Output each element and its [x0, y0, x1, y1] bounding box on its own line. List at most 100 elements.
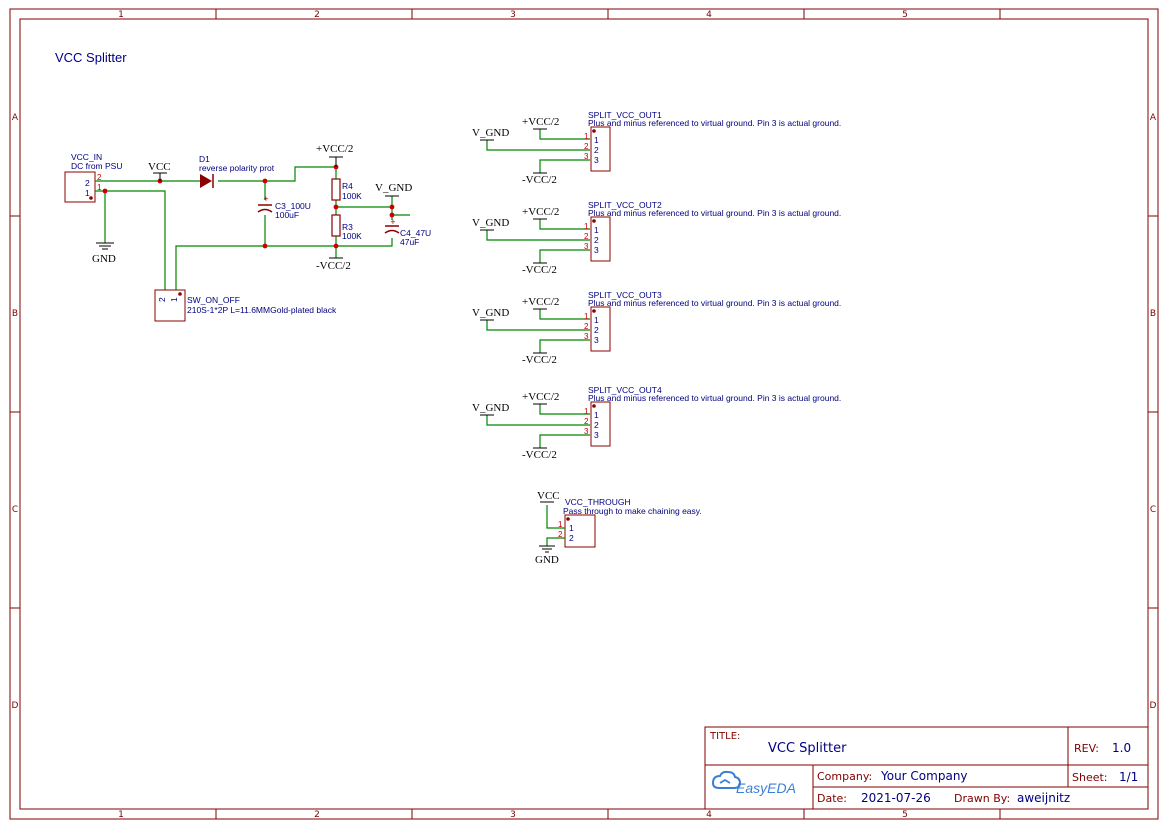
easyeda-logo-text: EasyEDA: [736, 780, 796, 796]
vcc-in-value: DC from PSU: [71, 161, 122, 171]
vcc-through-value: Pass through to make chaining easy.: [563, 506, 702, 516]
date-value: 2021-07-26: [861, 791, 931, 805]
vcc-through-pin-1-label: 1: [569, 523, 574, 533]
vplus-net-flag: +VCC/2: [316, 143, 353, 167]
resistor-r3[interactable]: R3 100K: [331, 214, 362, 241]
split-vcc-out-2-vplus-label: +VCC/2: [522, 206, 559, 218]
vcc-through-pin-1-num: 1: [558, 520, 563, 529]
frame-col-4-bottom: 4: [706, 810, 712, 820]
vcc-in-pin-1-num: 1: [97, 183, 102, 192]
vplus-net-label: +VCC/2: [316, 143, 353, 155]
vcc-through-gnd-label: GND: [535, 554, 559, 566]
frame-col-4: 4: [706, 10, 712, 20]
split-vcc-out-3-pin-label: 2: [594, 325, 599, 335]
vcc-in-pin-1-label: 1: [85, 188, 90, 198]
rev-label: REV:: [1074, 742, 1099, 755]
frame-row-a-right: A: [1150, 113, 1157, 123]
company-value: Your Company: [880, 769, 968, 783]
capacitor-c3[interactable]: + C3_100U 100uF: [257, 195, 311, 220]
split-vcc-out-1-pin-num: 1: [584, 132, 589, 141]
split-vcc-out-1-wires: [486, 129, 590, 173]
sheet-label: Sheet:: [1072, 771, 1108, 784]
capacitor-c4[interactable]: + C4_47U 47uF: [384, 218, 431, 247]
split-vcc-out-3-value: Plus and minus referenced to virtual gro…: [588, 298, 841, 308]
split-vcc-out-3-pin-label: 3: [594, 335, 599, 345]
r4-value: 100K: [342, 191, 362, 201]
drawn-label: Drawn By:: [954, 792, 1010, 805]
split-vcc-out-1-pin-label: 2: [594, 145, 599, 155]
vcc-through-vcc-label: VCC: [537, 490, 560, 502]
title-label: TITLE:: [709, 731, 740, 742]
d1-value: reverse polarity prot: [199, 163, 275, 173]
r3-value: 100K: [342, 231, 362, 241]
vcc-net-label: VCC: [148, 161, 171, 173]
vcc-through-pin-2-label: 2: [569, 533, 574, 543]
vcc-in-designator: VCC_IN: [71, 152, 102, 162]
c4-plus-icon: +: [390, 218, 396, 226]
split-vcc-out-4-wires: [486, 404, 590, 448]
d1-designator: D1: [199, 154, 210, 164]
split-vcc-out-1-pin-num: 2: [584, 142, 589, 151]
frame-row-d-right: D: [1150, 701, 1157, 711]
frame-col-1: 1: [118, 10, 124, 20]
frame-col-3: 3: [510, 10, 516, 20]
vcc-through-connector[interactable]: 1 2 1 2 VCC_THROUGH Pass through to make…: [558, 497, 702, 548]
sheet-value: 1/1: [1119, 770, 1138, 784]
sw-pin-1-label: 1: [169, 297, 179, 302]
vcc-through-vcc-flag: VCC: [537, 490, 560, 503]
frame-col-5: 5: [902, 10, 908, 20]
split-vcc-out-2-vgnd-label: V_GND: [472, 217, 509, 229]
split-vcc-out-1-vgnd-label: V_GND: [472, 127, 509, 139]
split-vcc-out-1-value: Plus and minus referenced to virtual gro…: [588, 118, 841, 128]
split-vcc-out-3-designator: SPLIT_VCC_OUT3: [588, 290, 662, 300]
split-vcc-out-2-vminus-label: -VCC/2: [522, 264, 557, 276]
frame-col-1-bottom: 1: [118, 810, 124, 820]
vcc-in-connector[interactable]: VCC_IN DC from PSU 2 1 2 1: [64, 152, 122, 203]
split-vcc-out-4-pin-num: 3: [584, 427, 589, 436]
split-vcc-out-3-pin-num: 2: [584, 322, 589, 331]
c4-value: 47uF: [400, 237, 419, 247]
split-vcc-out-1-designator: SPLIT_VCC_OUT1: [588, 110, 662, 120]
split-vcc-out-4-designator: SPLIT_VCC_OUT4: [588, 385, 662, 395]
vcc-through-pin-2-num: 2: [558, 530, 563, 539]
frame-row-b: B: [12, 309, 18, 319]
frame-col-3-bottom: 3: [510, 810, 516, 820]
split-vcc-out-4-pin-num: 2: [584, 417, 589, 426]
vcc-in-pin-2-num: 2: [97, 173, 102, 182]
split-vcc-out-4-vminus-label: -VCC/2: [522, 449, 557, 461]
resistor-r4[interactable]: R4 100K: [331, 178, 362, 201]
split-vcc-out-2-pin-label: 3: [594, 245, 599, 255]
split-vcc-out-3-vgnd-label: V_GND: [472, 307, 509, 319]
split-vcc-out-4-vgnd-label: V_GND: [472, 402, 509, 414]
vgnd-net-flag: V_GND: [375, 182, 412, 197]
r4-designator: R4: [342, 181, 353, 191]
split-vcc-out-2-designator: SPLIT_VCC_OUT2: [588, 200, 662, 210]
split-vcc-out-2-pin-num: 1: [584, 222, 589, 231]
diode-d1[interactable]: D1 reverse polarity prot: [199, 154, 275, 188]
split-vcc-out-3-wires: [486, 309, 590, 353]
split-vcc-out-4-pin-label: 2: [594, 420, 599, 430]
split-vcc-out-2-pin-label: 1: [594, 225, 599, 235]
vcc-in-pin-2-label: 2: [85, 178, 90, 188]
split-vcc-out-2-value: Plus and minus referenced to virtual gro…: [588, 208, 841, 218]
sw-pin-2-label: 2: [157, 297, 167, 302]
split-vcc-out-2-pin-label: 2: [594, 235, 599, 245]
junctions: [102, 164, 395, 249]
switch-sw-on-off[interactable]: 2 1 SW_ON_OFF 210S-1*2P L=11.6MMGold-pla…: [154, 289, 337, 322]
drawing-frame: 1 2 3 4 5 1 2 3 4 5 A B C D A B C D: [9, 8, 1159, 820]
split-vcc-out-4-pin-label: 3: [594, 430, 599, 440]
split-vcc-out-3-pin-label: 1: [594, 315, 599, 325]
split-vcc-out-1-pin-label: 1: [594, 135, 599, 145]
r3-designator: R3: [342, 222, 353, 232]
split-vcc-out-3-pin-num: 1: [584, 312, 589, 321]
vgnd-net-label: V_GND: [375, 182, 412, 194]
split-vcc-out-1-pin-num: 3: [584, 152, 589, 161]
gnd-net-label: GND: [92, 253, 116, 265]
frame-row-c: C: [12, 505, 18, 515]
frame-col-2: 2: [314, 10, 320, 20]
